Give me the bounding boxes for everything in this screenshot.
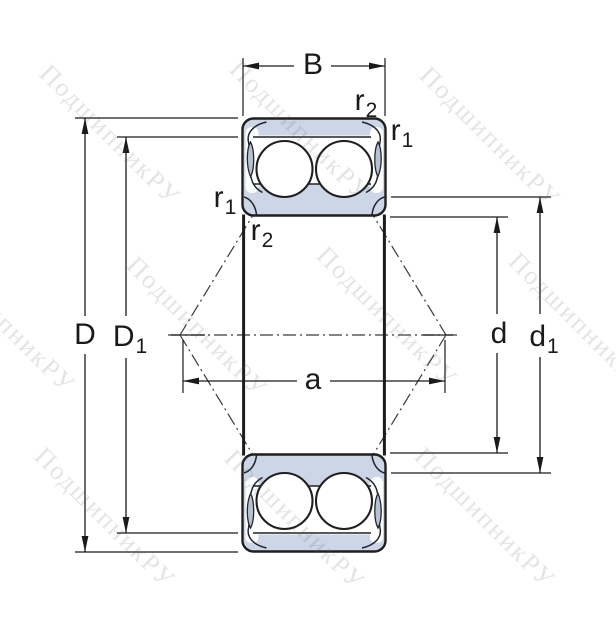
dimension-B	[243, 62, 385, 70]
dimension-D	[81, 118, 89, 552]
ring-face-lines	[242, 214, 386, 456]
label-d1: d1	[529, 320, 559, 358]
dimension-d1	[536, 197, 544, 473]
label-r1-top: r1	[390, 114, 414, 152]
label-r1-left: r1	[213, 181, 237, 219]
dimension-a	[183, 377, 445, 385]
top-bearing-section	[241, 117, 387, 217]
label-a: a	[304, 363, 322, 396]
label-r2-top: r2	[354, 84, 378, 122]
label-D: D	[74, 318, 96, 351]
label-d: d	[490, 317, 508, 350]
dimension-D1	[122, 137, 130, 533]
extension-lines	[75, 58, 551, 553]
dimension-d	[493, 217, 501, 453]
label-r2-left: r2	[250, 214, 274, 252]
label-D1: D1	[112, 320, 148, 358]
label-B: B	[302, 48, 324, 81]
bottom-bearing-section	[241, 453, 387, 553]
